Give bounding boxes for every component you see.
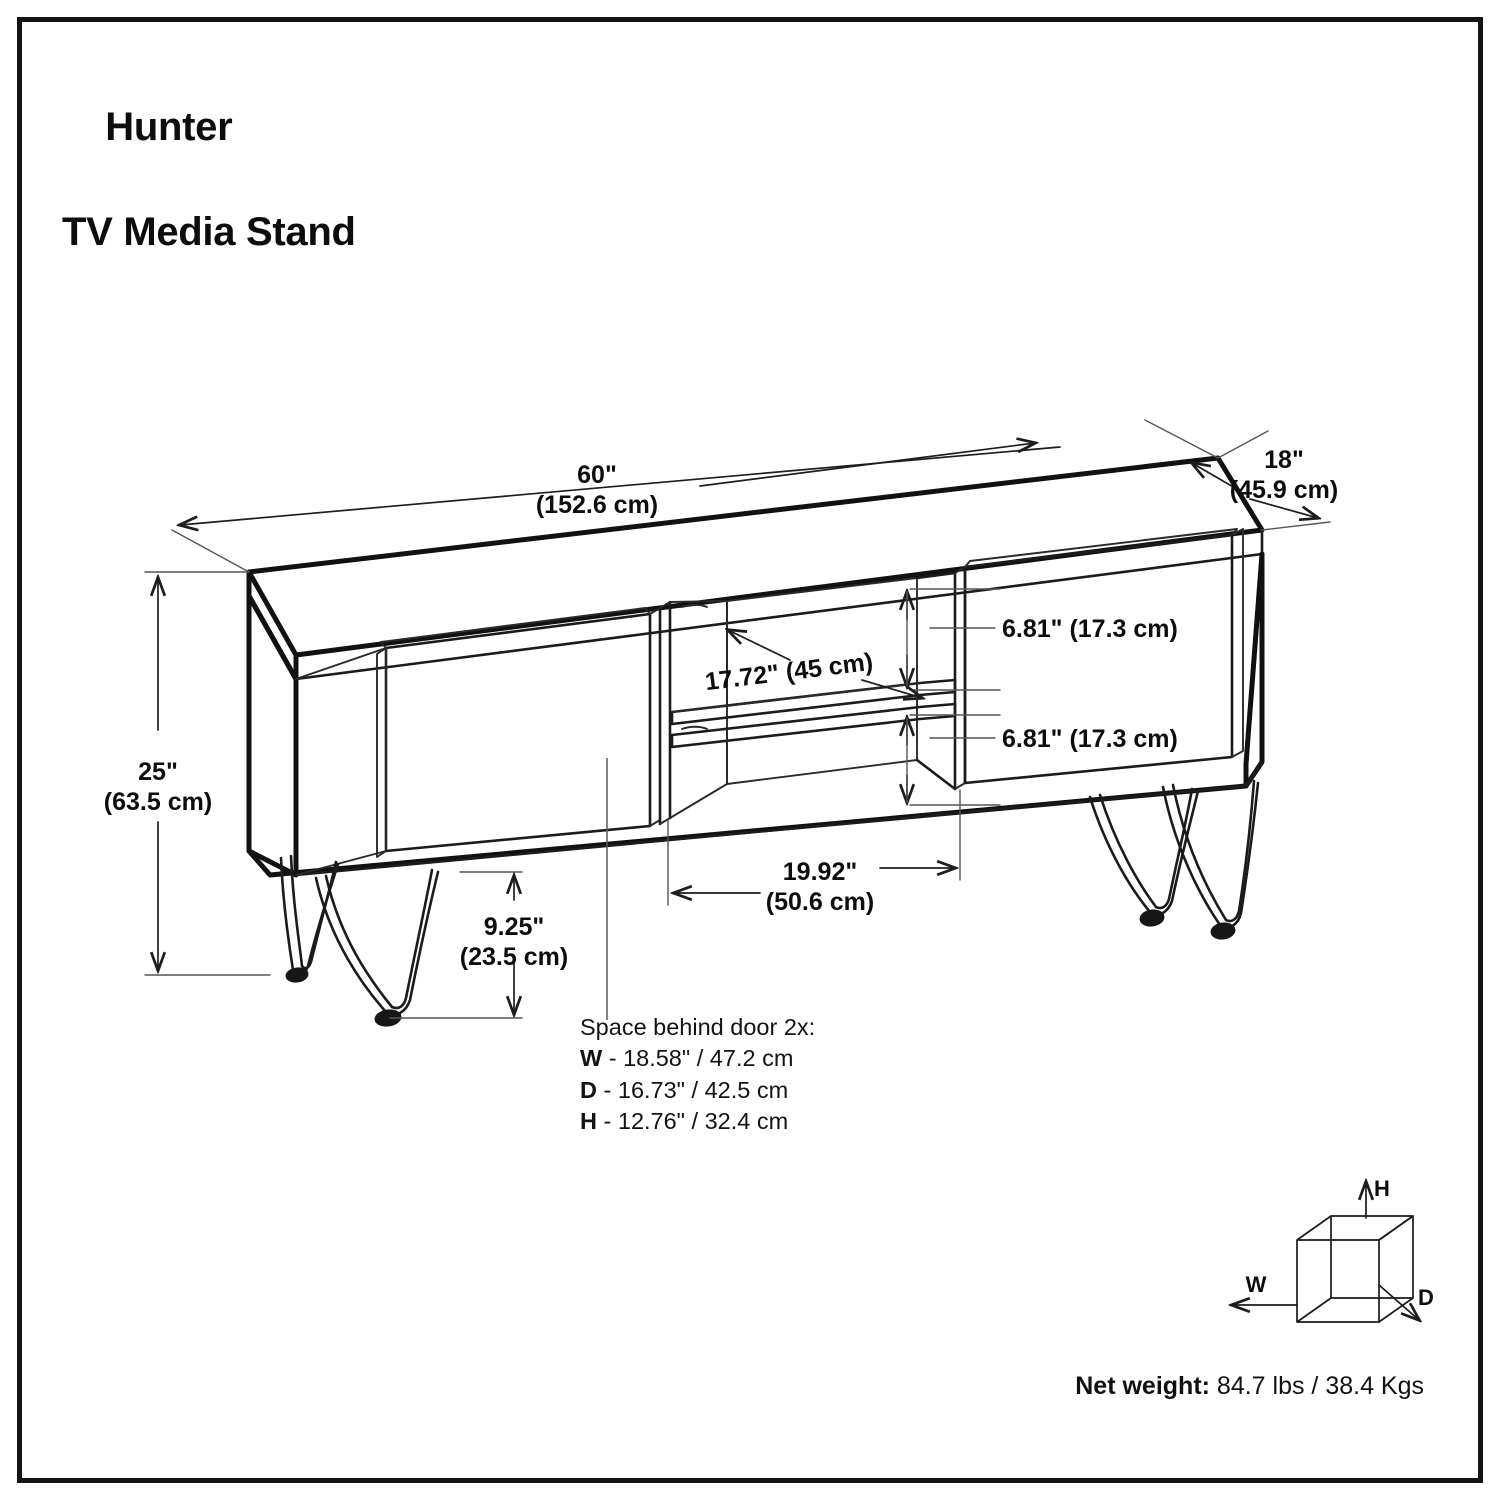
width-label: 60" [577, 461, 617, 489]
leg-back-right [1161, 779, 1260, 940]
legend-w-label: W [1246, 1272, 1267, 1297]
left-door-edge [376, 647, 387, 858]
leg-front-right [1088, 787, 1200, 927]
space-behind-door-note: Space behind door 2x: W - 18.58" / 47.2 … [580, 1012, 815, 1137]
shelf-height-top-label: 6.81" (17.3 cm) [1002, 615, 1178, 643]
shelf-height-bottom-label: 6.81" (17.3 cm) [1002, 725, 1178, 753]
open-width-label: 19.92" [783, 858, 857, 886]
divider-left [658, 600, 672, 826]
cube-right-face [1378, 1215, 1414, 1323]
open-bay-right-diagonals [915, 571, 957, 791]
wdh-legend: H W D [1232, 1176, 1434, 1322]
dimension-height: 25" (63.5 cm) [104, 571, 271, 976]
right-door-edge [1231, 528, 1244, 758]
legend-d-arrow [1378, 1284, 1419, 1320]
dimension-shelf-depth: 17.72" (45 cm) [703, 630, 922, 698]
note-heading: Space behind door 2x: [580, 1014, 816, 1040]
dimension-open-section-width: 19.92" (50.6 cm) [667, 789, 961, 916]
dimension-leg-clearance: 9.25" (23.5 cm) [389, 871, 568, 1019]
cable-notch-top [681, 603, 708, 608]
product-name: TV Media Stand [62, 210, 356, 255]
net-weight-value: 84.7 lbs / 38.4 Kgs [1209, 1372, 1424, 1400]
note-key-h: H [580, 1107, 597, 1134]
left-bay-bottom-diag [295, 850, 387, 876]
left-bay-top-diag [295, 647, 387, 680]
open-bay-left-diagonals [669, 600, 728, 819]
note-value-h: - 12.76" / 32.4 cm [596, 1107, 789, 1134]
legend-d-label: D [1418, 1285, 1434, 1310]
divider-right [953, 565, 967, 791]
leg-clearance-label: 9.25" [484, 913, 545, 941]
open-width-metric: (50.6 cm) [766, 888, 874, 916]
bottom-panel-inner-edge [294, 784, 1248, 877]
right-side-bottom [1244, 760, 1264, 788]
hairpin-legs [279, 779, 1260, 1027]
height-label: 25" [138, 758, 178, 786]
dimension-depth: 18" (45.9 cm) [1192, 430, 1338, 531]
right-side-panel [1243, 551, 1265, 789]
depth-label: 18" [1264, 446, 1304, 474]
right-door-top-edge [964, 528, 1238, 568]
dimension-shelf-height-top: 6.81" (17.3 cm) [907, 588, 1178, 691]
leg-back-left [279, 854, 340, 983]
page-title: Hunter TV Media Stand [62, 48, 356, 365]
cube-front-face [1296, 1239, 1380, 1323]
net-weight: Net weight: 84.7 lbs / 38.4 Kgs [0, 1372, 1424, 1401]
note-value-d: - 16.73" / 42.5 cm [596, 1076, 789, 1103]
net-weight-label: Net weight: [1075, 1372, 1210, 1400]
divider-left-caps [659, 601, 671, 825]
left-door-right-stile [649, 607, 661, 827]
dimension-width: 60" (152.6 cm) [171, 419, 1219, 573]
legend-h-label: H [1374, 1176, 1390, 1201]
note-value-w: - 18.58" / 47.2 cm [602, 1045, 794, 1072]
divider-right-caps [954, 566, 966, 790]
lower-shelf [670, 702, 957, 749]
dimension-shelf-height-bottom: 6.81" (17.3 cm) [907, 714, 1178, 806]
depth-metric: (45.9 cm) [1230, 476, 1338, 504]
shelf-depth-label: 17.72" (45 cm) [703, 648, 874, 696]
top-panel-front-edge [294, 528, 1264, 681]
leg-front-left [314, 868, 440, 1027]
cable-notch-bottom [681, 725, 708, 730]
product-brand: Hunter [105, 104, 233, 149]
note-row-d: D - 16.73" / 42.5 cm [580, 1075, 815, 1106]
left-door-top-edge [380, 607, 651, 649]
note-key-w: W [580, 1045, 603, 1072]
leg-clearance-metric: (23.5 cm) [460, 943, 568, 971]
right-cabinet-door [963, 528, 1244, 785]
cube-hidden-edges [1296, 1216, 1413, 1323]
note-key-d: D [580, 1076, 597, 1103]
note-row-w: W - 18.58" / 47.2 cm [580, 1043, 815, 1074]
note-row-h: H - 12.76" / 32.4 cm [580, 1106, 815, 1137]
middle-shelf-back-edge [671, 682, 921, 713]
width-metric: (152.6 cm) [536, 491, 658, 519]
height-metric: (63.5 cm) [104, 788, 212, 816]
